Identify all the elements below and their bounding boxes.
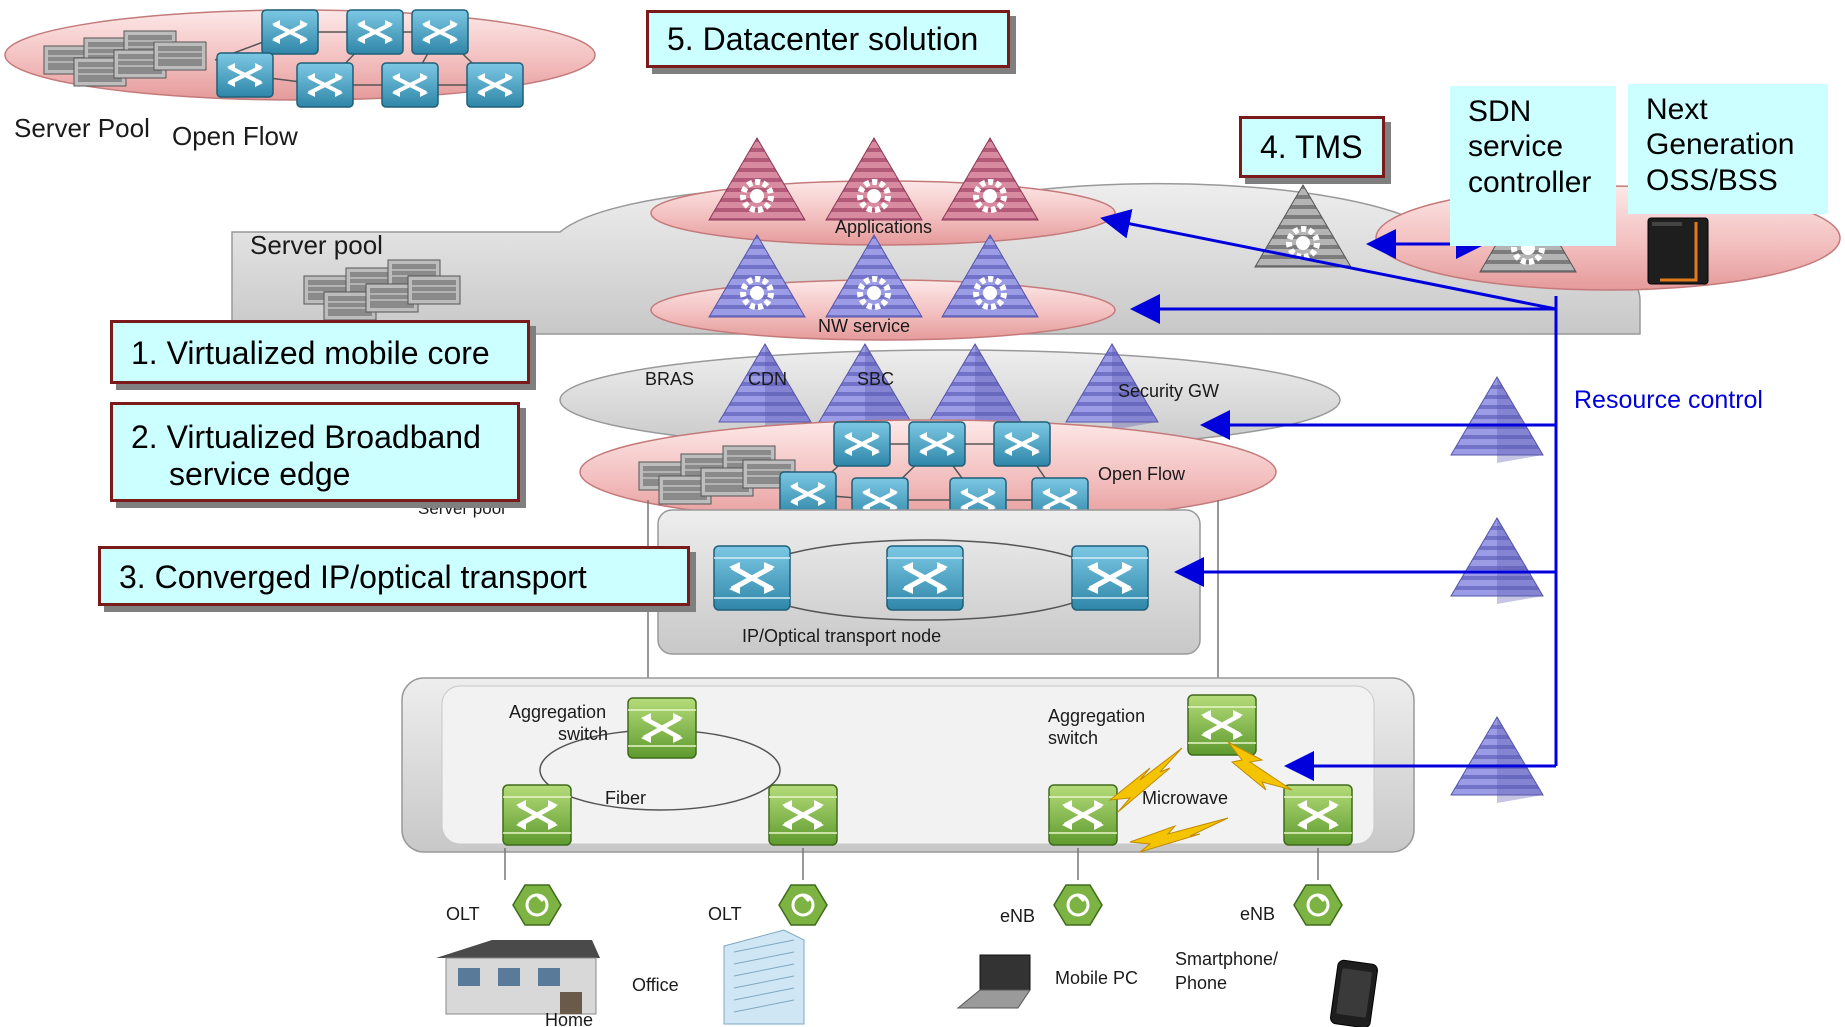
- office-label: Office: [632, 975, 679, 995]
- converged-transport-label: 3. Converged IP/optical transport: [119, 559, 587, 595]
- laptop-icon: [956, 954, 1031, 1009]
- enb-left-label: eNB: [1000, 906, 1035, 926]
- microwave-bolt-icons: [1108, 741, 1293, 853]
- tms-label: 4. TMS: [1260, 129, 1363, 165]
- virtualized-mobile-core-box: 1. Virtualized mobile core: [110, 320, 530, 384]
- enb-icons: [1052, 883, 1344, 927]
- server-pool-mid-label: Server pool: [250, 230, 383, 260]
- datacenter-solution-box: 5. Datacenter solution: [646, 10, 1010, 68]
- access-drop-lines: [504, 848, 1319, 880]
- resource-control-label: Resource control: [1574, 386, 1763, 414]
- bras-label: BRAS: [645, 369, 694, 389]
- virtualized-broadband-box: 2. Virtualized Broadband service edge: [110, 402, 520, 502]
- sdn-label-2: service: [1468, 130, 1564, 164]
- agg-switch-right-label-2: switch: [1048, 728, 1098, 748]
- agg-switch-left-label-2: switch: [558, 724, 608, 744]
- datacenter-solution-label: 5. Datacenter solution: [667, 21, 979, 57]
- olt-left-label: OLT: [446, 904, 480, 924]
- home-icon: [436, 940, 600, 1015]
- smartphone-label-1: Smartphone/: [1175, 949, 1278, 969]
- sdn-label-1: SDN: [1468, 95, 1532, 128]
- olt-right-label: OLT: [708, 904, 742, 924]
- virtualized-broadband-label-2: service edge: [169, 455, 351, 492]
- virtualized-mobile-core-label: 1. Virtualized mobile core: [131, 335, 490, 371]
- oss-label-2: Generation: [1646, 128, 1795, 162]
- enb-right-label: eNB: [1240, 904, 1275, 924]
- converged-transport-box: 3. Converged IP/optical transport: [98, 546, 690, 606]
- agg-switch-right-label-1: Aggregation: [1048, 706, 1145, 726]
- smartphone-icon: [1330, 959, 1378, 1027]
- agg-switch-left-label-1: Aggregation: [509, 702, 606, 722]
- server-pool-small-label: Server pool: [418, 499, 505, 518]
- oss-label-3: OSS/BSS: [1646, 163, 1778, 197]
- next-gen-oss-bss-box: Next Generation OSS/BSS: [1628, 84, 1828, 214]
- cdn-label: CDN: [748, 369, 787, 389]
- home-label: Home: [545, 1010, 593, 1027]
- security-gw-label: Security GW: [1118, 381, 1219, 401]
- nw-service-label: NW service: [818, 316, 910, 336]
- applications-label: Applications: [835, 217, 932, 237]
- sbc-label: SBC: [857, 369, 894, 389]
- open-flow-top-label: Open Flow: [172, 121, 298, 151]
- sdn-service-controller-box: SDN service controller: [1450, 86, 1616, 246]
- smartphone-label-2: Phone: [1175, 973, 1227, 993]
- olt-icons: [511, 883, 829, 927]
- resource-control-arrows: [1100, 208, 1558, 781]
- oss-label-1: Next: [1646, 93, 1708, 126]
- open-flow-mid-label: Open Flow: [1098, 464, 1186, 484]
- tms-box: 4. TMS: [1239, 116, 1385, 178]
- microwave-label: Microwave: [1142, 788, 1228, 808]
- application-pyramid-icons: [709, 138, 1038, 220]
- sdn-label-3: controller: [1468, 165, 1592, 199]
- nw-service-pyramid-icons: [709, 235, 1038, 317]
- virtualized-broadband-label-1: 2. Virtualized Broadband: [131, 419, 481, 455]
- server-pool-top-label: Server Pool: [14, 113, 150, 143]
- oss-bss-server-icon: [1647, 217, 1709, 285]
- resource-control-pyramid-icons: [1450, 376, 1544, 804]
- transport-switch-icons: [714, 546, 1148, 610]
- ip-optical-label: IP/Optical transport node: [742, 626, 941, 646]
- mobile-pc-label: Mobile PC: [1055, 968, 1138, 988]
- fiber-label: Fiber: [605, 788, 646, 808]
- office-building-icon: [723, 929, 805, 1025]
